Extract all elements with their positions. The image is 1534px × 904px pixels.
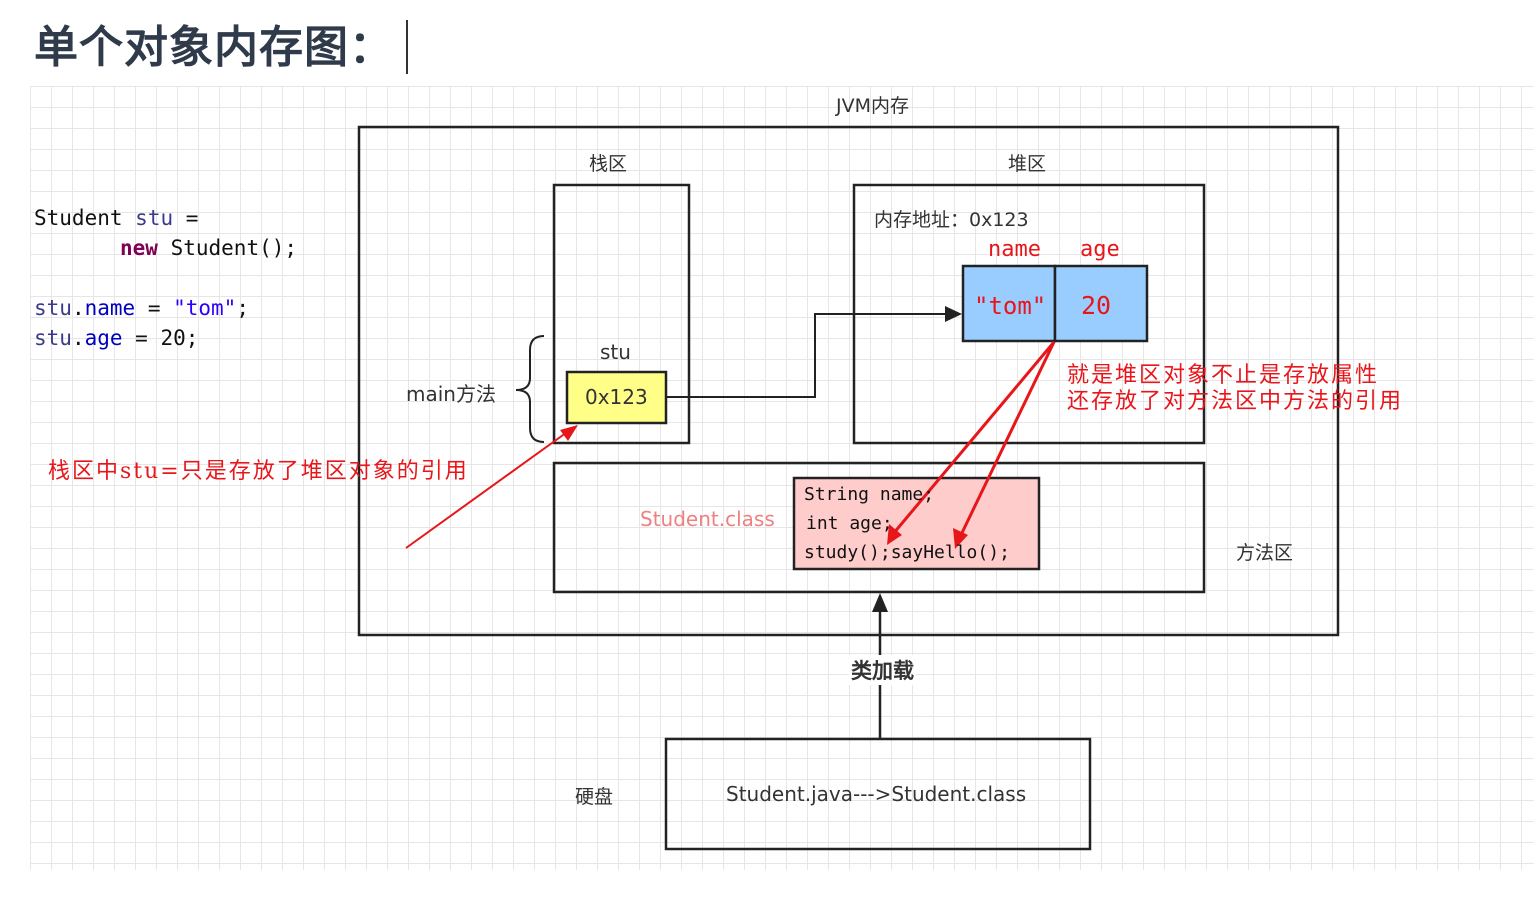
code-line-4: stu.age = 20; — [34, 326, 199, 350]
class-loading-label: 类加载 — [849, 655, 916, 685]
class-label: Student.class — [640, 507, 775, 531]
object-age-cell — [1053, 264, 1149, 343]
class-body-line-3: study();sayHello(); — [804, 542, 1010, 563]
field-age-value: 20 — [1081, 291, 1112, 320]
stack-box — [552, 183, 691, 445]
page-title: 单个对象内存图： — [34, 22, 394, 73]
class-body-line-2: int age; — [806, 513, 893, 534]
class-body-line-1: String name; — [804, 484, 935, 505]
note-heap-line-2: 还存放了对方法区中方法的引用 — [1067, 389, 1404, 414]
disk-box — [664, 737, 1092, 851]
jvm-box — [357, 125, 1340, 637]
stack-label: 栈区 — [589, 153, 628, 175]
object-name-cell — [961, 264, 1057, 343]
main-label: main方法 — [406, 382, 496, 406]
red-arrow-stack — [405, 429, 571, 549]
code-line-3: stu.name = "tom"; — [34, 296, 249, 320]
reference-arrow — [666, 313, 945, 398]
heap-label: 堆区 — [1008, 153, 1047, 175]
class-body-box — [792, 476, 1041, 571]
stu-label: stu — [600, 340, 631, 364]
stack-cell — [565, 370, 668, 425]
red-arrow-study — [891, 341, 1056, 535]
disk-label: 硬盘 — [575, 786, 614, 808]
field-name-label: name — [988, 237, 1041, 262]
field-name-value: "tom" — [974, 292, 1047, 320]
method-area-box — [552, 461, 1206, 594]
note-heap-line-1: 就是堆区对象不止是存放属性 — [1067, 363, 1380, 388]
code-line-1: Student stu = — [34, 206, 199, 230]
jvm-label: JVM内存 — [836, 95, 909, 117]
stack-value: 0x123 — [585, 385, 648, 409]
field-age-label: age — [1080, 237, 1120, 262]
code-line-2: new Student(); — [120, 236, 298, 260]
note-stack-reference: 栈区中stu=只是存放了堆区对象的引用 — [48, 459, 469, 484]
red-arrow-sayhello — [958, 341, 1056, 538]
text-cursor — [406, 20, 408, 74]
method-area-label: 方法区 — [1236, 542, 1294, 564]
disk-content: Student.java--->Student.class — [726, 782, 1027, 806]
heap-address: 内存地址：0x123 — [874, 209, 1029, 231]
main-brace — [515, 335, 545, 443]
